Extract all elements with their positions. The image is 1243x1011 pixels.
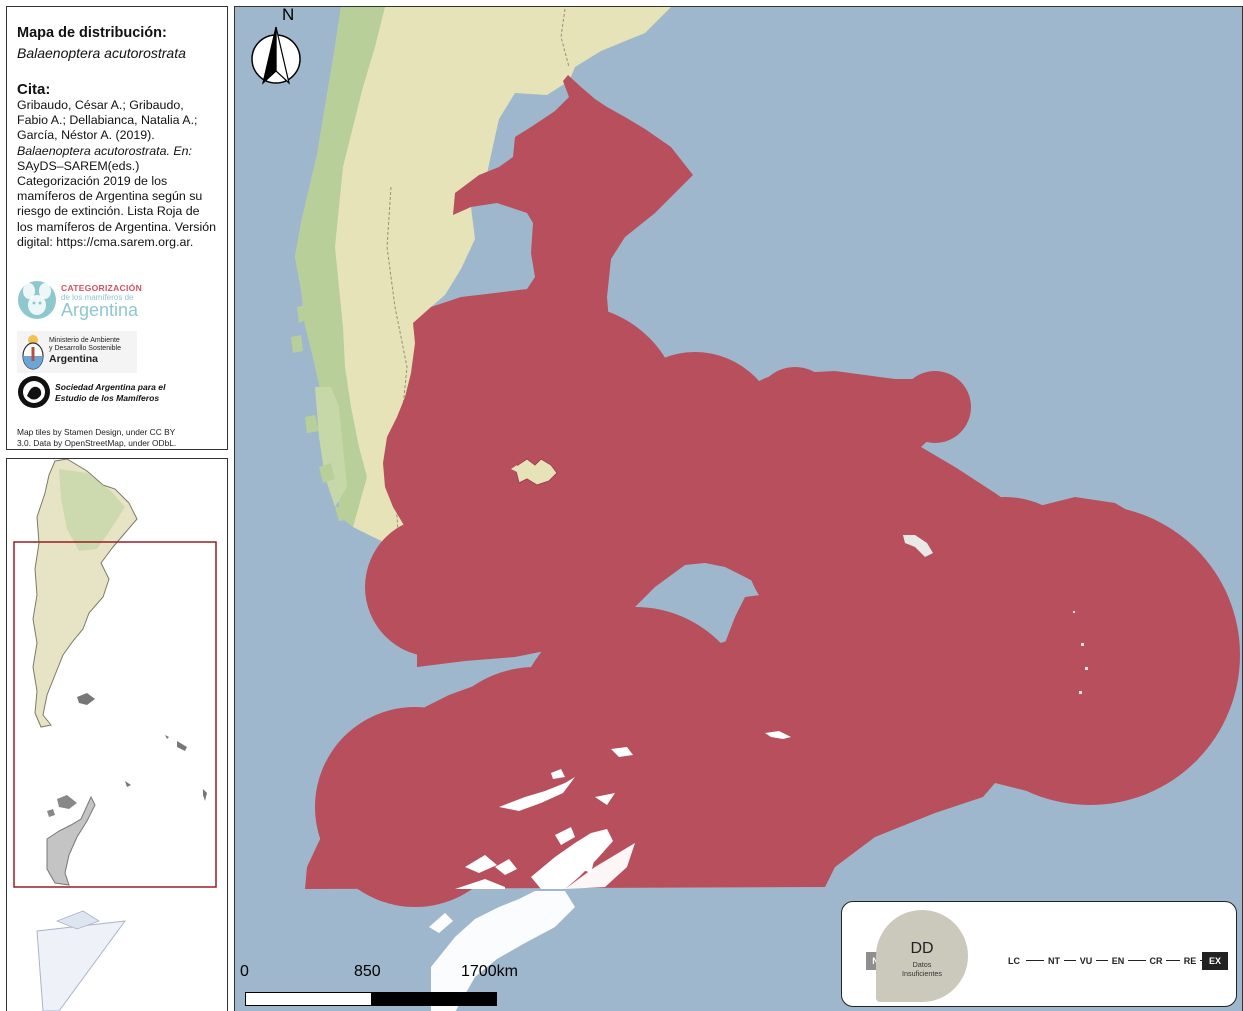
categorizacion-brand: Argentina bbox=[61, 300, 139, 320]
inset-falklands bbox=[77, 693, 95, 705]
antarctic-ice bbox=[429, 747, 635, 1011]
south-sandwich-islands bbox=[1073, 611, 1088, 694]
south-georgia bbox=[903, 535, 933, 557]
scale-bar-black-segment bbox=[371, 993, 496, 1005]
categorizacion-logo: CATEGORIZACIÓN de los mamíferos de Argen… bbox=[17, 279, 157, 323]
citation-line: Categorización 2019 de los bbox=[17, 174, 168, 189]
citation-line: SAyDS–SAREM(eds.) bbox=[17, 158, 140, 173]
status-nt: NT bbox=[1044, 952, 1064, 970]
ministerio-line: y Desarrollo Sostenible bbox=[49, 345, 121, 352]
categorizacion-subtitle: de los mamíferos de bbox=[61, 293, 134, 302]
map-title: Mapa de distribución: bbox=[17, 25, 167, 41]
citation-heading: Cita: bbox=[17, 81, 51, 98]
scale-label-0: 0 bbox=[240, 963, 249, 980]
citation-line: Fabio A.; Dellabianca, Natalia A.; bbox=[17, 113, 198, 128]
current-status-name: Datos Insuficientes bbox=[902, 960, 942, 978]
citation-line: Gribaudo, César A.; Gribaudo, bbox=[17, 98, 184, 112]
scale-bar-white-segment bbox=[246, 993, 371, 1005]
current-status-bubble: DD Datos Insuficientes bbox=[876, 910, 968, 1002]
scale-label-850: 850 bbox=[354, 963, 381, 980]
species-name: Balaenoptera acutorostrata bbox=[17, 45, 186, 61]
argentina-shield-icon bbox=[22, 335, 44, 370]
inset-locator-map bbox=[6, 458, 228, 1011]
north-label: N bbox=[282, 6, 295, 24]
status-re: RE bbox=[1180, 952, 1200, 970]
citation-text: Gribaudo, César A.; Gribaudo, Fabio A.; … bbox=[17, 98, 227, 250]
attribution-line: Map tiles by Stamen Design, under CC BY bbox=[17, 427, 176, 437]
distribution-range bbox=[305, 75, 1240, 907]
categorizacion-title: CATEGORIZACIÓN bbox=[61, 283, 143, 293]
ministerio-country: Argentina bbox=[49, 353, 99, 365]
citation-line: Balaenoptera acutorostrata. En: bbox=[17, 143, 192, 158]
citation-line: García, Néstor A. (2019). bbox=[17, 128, 155, 143]
main-map-graphic bbox=[235, 7, 1242, 1011]
categorizacion-mascot-icon bbox=[18, 281, 56, 319]
scale-label-1700: 1700km bbox=[461, 963, 518, 980]
falkland-islands bbox=[511, 458, 558, 486]
info-panel: Mapa de distribución: Balaenoptera acuto… bbox=[6, 6, 228, 450]
status-ex: EX bbox=[1202, 952, 1228, 970]
inset-antarctic-sector bbox=[36, 920, 127, 1011]
sarem-logo: Sociedad Argentina para el Estudio de lo… bbox=[17, 375, 187, 411]
citation-line: riesgo de extinción. Lista Roja de bbox=[17, 204, 200, 219]
sarem-line: Estudio de los Mamíferos bbox=[55, 393, 160, 403]
north-arrow: N bbox=[249, 7, 305, 95]
status-cr: CR bbox=[1146, 952, 1166, 970]
south-orkney-islands bbox=[765, 731, 791, 739]
sarem-emblem-icon bbox=[18, 376, 50, 408]
status-en: EN bbox=[1108, 952, 1128, 970]
citation-line: los mamíferos de Argentina. Versión bbox=[17, 219, 217, 234]
ministerio-line: Ministerio de Ambiente bbox=[49, 337, 120, 344]
land-south-america bbox=[295, 7, 671, 569]
citation-line: digital: https://cma.sarem.org.ar. bbox=[17, 234, 194, 249]
ministerio-logo: Ministerio de Ambiente y Desarrollo Sost… bbox=[17, 331, 137, 373]
citation-line: mamíferos de Argentina según su bbox=[17, 189, 203, 204]
north-arrow-icon bbox=[251, 26, 301, 85]
tile-attribution: Map tiles by Stamen Design, under CC BY … bbox=[17, 427, 227, 448]
sarem-line: Sociedad Argentina para el bbox=[55, 382, 166, 392]
main-map[interactable]: N 0 850 1700km NE LC NT VU EN CR RE EX D… bbox=[234, 6, 1243, 1011]
inset-antarctica bbox=[46, 795, 96, 886]
attribution-line: 3.0. Data by OpenStreetMap, under ODbL. bbox=[17, 437, 177, 448]
inset-map-graphic bbox=[13, 459, 217, 1011]
scale-labels: 0 850 1700km bbox=[235, 961, 635, 981]
inset-extent-frame bbox=[13, 541, 217, 888]
current-status-code: DD bbox=[910, 940, 934, 957]
scale-bar bbox=[245, 992, 497, 1006]
status-lc: LC bbox=[1004, 952, 1024, 970]
conservation-status-legend: NE LC NT VU EN CR RE EX DD Datos Insufic… bbox=[841, 901, 1237, 1007]
status-vu: VU bbox=[1076, 952, 1096, 970]
